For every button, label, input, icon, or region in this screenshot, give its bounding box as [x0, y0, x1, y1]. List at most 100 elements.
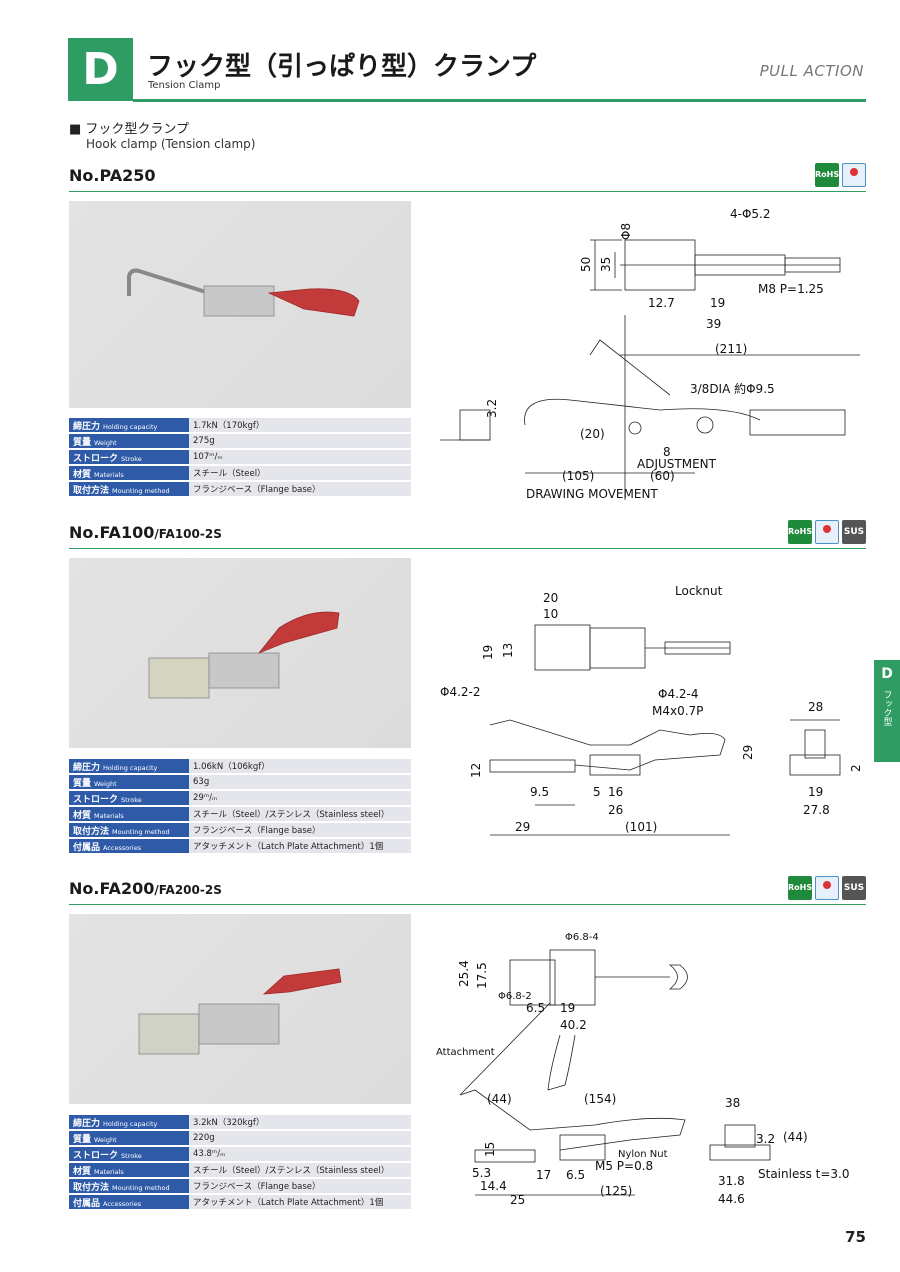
dim-label: 8 — [663, 445, 671, 459]
dim-label: Attachment — [436, 1047, 495, 1058]
dim-label: 19 — [481, 645, 495, 660]
dim-label: 19 — [808, 785, 823, 799]
dim-label: DRAWING MOVEMENT — [526, 487, 658, 501]
dim-label: (125) — [600, 1184, 632, 1198]
dim-label: (44) — [783, 1130, 808, 1144]
page-number: 75 — [845, 1228, 866, 1246]
dim-label: 29 — [741, 745, 755, 760]
eco-icon — [815, 520, 839, 544]
dim-label: Φ4.2-4 — [658, 687, 699, 701]
side-tab[interactable]: D フック型 — [874, 660, 900, 762]
badge-group: RoHS SUS — [788, 520, 866, 544]
model-rule — [69, 548, 866, 549]
model-title: No.PA250 — [69, 166, 156, 185]
rohs-badge: RoHS — [815, 163, 839, 187]
dim-label: 5 — [593, 785, 601, 799]
dim-label: 31.8 — [718, 1174, 745, 1188]
model-title: No.FA100/FA100-2S — [69, 523, 222, 542]
side-tab-label: フック型 — [881, 690, 892, 726]
sus-badge: SUS — [842, 876, 866, 900]
dim-label: 6.5 — [526, 1001, 545, 1015]
technical-drawing-fa200: Φ6.8-4 25.4 17.5 Φ6.8-2 6.5 19 40.2 Atta… — [436, 932, 850, 1207]
technical-drawing-fa100: 20 10 Locknut 19 13 Φ4.2-2 Φ4.2-4 M4x0.7… — [440, 584, 863, 836]
dim-label: 35 — [599, 257, 613, 272]
eco-icon — [815, 876, 839, 900]
dim-label: (211) — [715, 342, 747, 356]
dim-label: 27.8 — [803, 803, 830, 817]
dim-label: Φ8 — [619, 223, 633, 240]
dim-label: 39 — [706, 317, 721, 331]
clamp-photo-illustration — [138, 968, 342, 1055]
dim-label: 12.7 — [648, 296, 675, 310]
dim-label: (105) — [562, 469, 594, 483]
side-tab-letter: D — [881, 666, 893, 682]
model-title: No.FA200/FA200-2S — [69, 879, 222, 898]
model-rule — [69, 191, 866, 192]
dim-label: Φ4.2-2 — [440, 685, 481, 699]
section-letter-badge: D — [68, 38, 133, 101]
dim-label: Nylon Nut — [618, 1149, 668, 1160]
dim-label: Stainless t=3.0 — [758, 1167, 850, 1181]
dim-label: 3/8DIA 約Φ9.5 — [690, 381, 775, 396]
clamp-photo-illustration — [127, 268, 360, 317]
dim-label: 44.6 — [718, 1192, 745, 1206]
dim-label: 19 — [560, 1001, 575, 1015]
dim-label: Locknut — [675, 584, 723, 598]
dim-label: (44) — [487, 1092, 512, 1106]
page-title: フック型（引っぱり型）クランプ — [147, 52, 537, 82]
dim-label: 38 — [725, 1096, 740, 1110]
dim-label: 4-Φ5.2 — [730, 207, 771, 221]
model-rule — [69, 904, 866, 905]
dim-label: 17.5 — [475, 962, 489, 989]
dim-label: (101) — [625, 820, 657, 834]
dim-label: ADJUSTMENT — [637, 457, 717, 471]
dim-label: 28 — [808, 700, 823, 714]
dim-label: 6.5 — [566, 1168, 585, 1182]
dim-label: 50 — [579, 257, 593, 272]
dim-label: (20) — [580, 427, 605, 441]
dim-label: (60) — [650, 469, 675, 483]
category-label: PULL ACTION — [759, 62, 864, 80]
dim-label: 5.3 — [472, 1166, 491, 1180]
badge-group: RoHS SUS — [788, 876, 866, 900]
section-title: ■ フック型クランプ — [69, 122, 190, 137]
eco-icon — [842, 163, 866, 187]
dim-label: 14.4 — [480, 1179, 507, 1193]
dim-label: 17 — [536, 1168, 551, 1182]
product-photo — [69, 558, 411, 748]
page-subtitle: Tension Clamp — [148, 80, 221, 91]
dim-label: Φ6.8-2 — [498, 991, 532, 1002]
dim-label: M4x0.7P — [652, 704, 703, 718]
dim-label: 19 — [710, 296, 725, 310]
dim-label: 40.2 — [560, 1018, 587, 1032]
dim-label: 15 — [483, 1142, 497, 1157]
dim-label: M5 P=0.8 — [595, 1159, 653, 1173]
dim-label: 10 — [543, 607, 558, 621]
product-photo — [69, 201, 411, 408]
dim-label: 29 — [515, 820, 530, 834]
dim-label: 13 — [501, 643, 515, 658]
clamp-photo-illustration — [148, 611, 340, 699]
dim-label: Φ6.8-4 — [565, 932, 599, 943]
rohs-badge: RoHS — [788, 876, 812, 900]
dim-label: 25 — [510, 1193, 525, 1207]
header-rule — [133, 99, 866, 102]
